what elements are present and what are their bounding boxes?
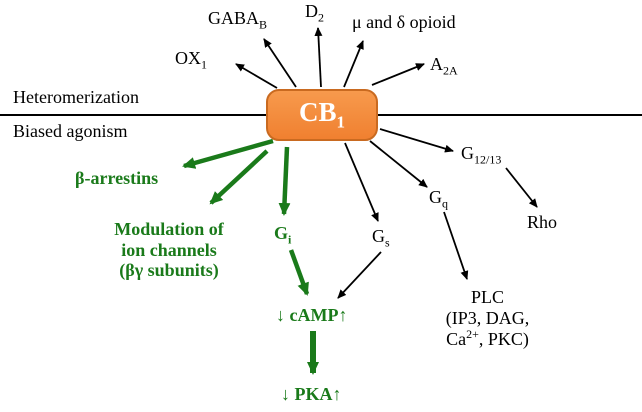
cb1-receptor-box: CB1 (266, 89, 378, 141)
arrow-cb1-to-ion-channels (209, 149, 269, 205)
gq-label: Gq (429, 187, 448, 211)
camp-label: ↓ cAMP↑ (276, 305, 348, 325)
arrow-g1213-to-rho (505, 167, 538, 208)
arrow-cb1-to-gq (369, 140, 428, 188)
arrow-gi-to-camp (288, 249, 310, 296)
heteromerization-label: Heteromerization (13, 87, 139, 107)
mu-delta-opioid-label: μ and δ opioid (352, 12, 456, 32)
ion-channels-line3: (βγ subunits) (119, 260, 219, 281)
arrow-cb1-to-gabab (263, 38, 297, 88)
ion-channels-line2: ion channels (121, 239, 217, 260)
ox1-label: OX1 (175, 48, 207, 72)
g1213-label: G12/13 (461, 143, 502, 167)
gs-label: Gs (372, 226, 390, 250)
gi-label: Gi (274, 223, 292, 247)
gabab-label: GABAB (208, 8, 268, 32)
d2-label: D2 (305, 1, 324, 25)
a2a-label: A2A (430, 54, 458, 78)
arrow-cb1-to-a2a (371, 63, 425, 86)
biased-agonism-label: Biased agonism (13, 121, 128, 141)
plc-line3: Ca2+, PKC) (446, 327, 529, 350)
beta-arrestins-label: β-arrestins (75, 168, 159, 188)
arrow-cb1-to-ox1 (235, 63, 278, 89)
arrow-gq-to-plc (443, 211, 469, 280)
plc-line1: PLC (470, 287, 504, 307)
plc-label: PLC (IP3, DAG, Ca2+, PKC) (420, 287, 555, 350)
arrow-cb1-to-beta-arrestins (182, 138, 274, 169)
ion-channels-label: Modulation of ion channels (βγ subunits) (95, 219, 243, 281)
arrow-cb1-to-g1213 (379, 128, 454, 153)
plc-line2: (IP3, DAG, (445, 307, 530, 328)
arrow-cb1-to-opioid (343, 40, 364, 88)
ion-channels-line1: Modulation of (114, 219, 224, 239)
pka-label: ↓ PKA↑ (281, 384, 342, 404)
cb1-receptor-label: CB1 (298, 97, 345, 132)
arrow-cb1-to-d2 (314, 27, 323, 88)
rho-label: Rho (527, 212, 558, 232)
arrow-cb1-to-gs (344, 142, 379, 222)
arrow-gs-to-camp (337, 251, 382, 299)
arrow-cb1-to-gi (278, 146, 291, 216)
